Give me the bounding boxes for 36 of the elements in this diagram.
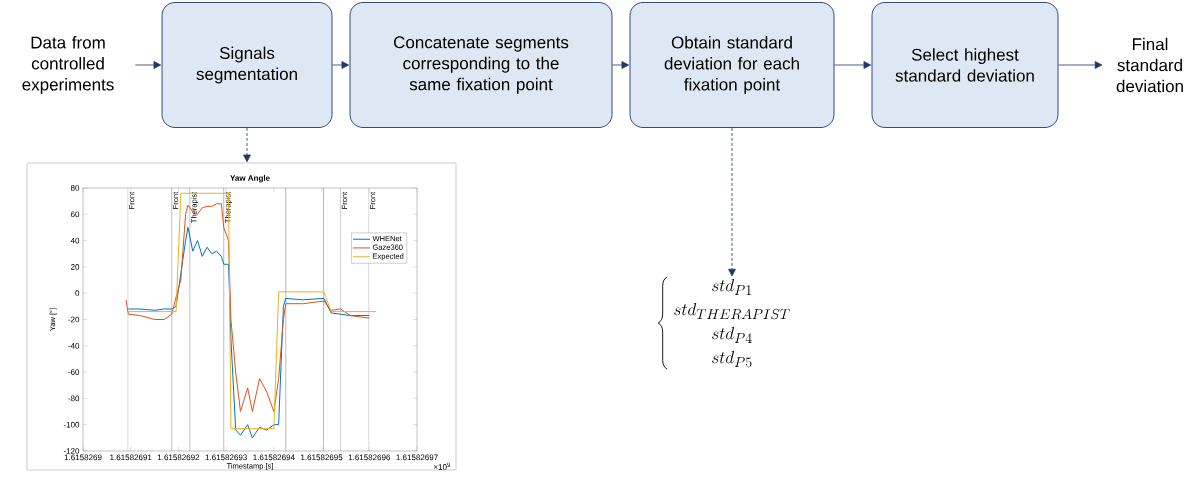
axis-multiplier: ×10$^{9}$ <box>433 462 451 470</box>
y-tick-label: 60 <box>70 211 80 218</box>
chart-frame <box>26 162 457 471</box>
arrow <box>134 61 162 69</box>
x-tick-label: 1.6158269 <box>64 454 102 461</box>
x-tick-label: 1.61582691 <box>110 454 152 461</box>
y-tick-label: 0 <box>75 290 80 297</box>
y-tick-label: 80 <box>70 185 80 191</box>
y-tick-label: -20 <box>68 316 80 323</box>
y-tick-label: 20 <box>70 264 80 270</box>
x-tick-label: 1.61582694 <box>253 454 295 461</box>
arrow <box>332 61 350 69</box>
y-tick-label: -100 <box>63 421 80 428</box>
flow-text: Final standard deviation <box>1116 37 1183 93</box>
y-tick-label: -60 <box>68 369 80 375</box>
x-tick-label: 1.61582697 <box>396 454 438 461</box>
formula-list: $std_{P1}$ $std_{THERAPIST}$ $std_{P4}$ $std_{P5}$ <box>674 279 790 368</box>
x-tick-label: 1.61582696 <box>348 454 391 461</box>
y-tick-label: 40 <box>70 237 80 244</box>
arrow <box>243 127 251 163</box>
y-tick-label: -80 <box>68 395 80 402</box>
arrow <box>728 127 736 277</box>
process-box: Signals segmentation <box>161 2 333 128</box>
x-tick-label: 1.61582693 <box>205 454 247 461</box>
process-box: Concatenate segments corresponding to the same fixation point <box>349 2 613 128</box>
chart-title: Yaw Angle <box>230 174 270 183</box>
x-tick-label: 1.61582695 <box>301 454 343 461</box>
arrow <box>1058 61 1103 69</box>
arrow <box>834 61 872 69</box>
arrow <box>612 61 630 69</box>
y-tick-label: -40 <box>68 342 80 349</box>
y-tick-label: -120 <box>63 448 80 454</box>
flow-text: Data from controlled experiments <box>22 36 114 94</box>
process-box: Obtain standard deviation for each fixation point <box>629 2 835 128</box>
process-box: Select highest standard deviation <box>871 2 1059 128</box>
x-tick-label: 1.61582692 <box>157 454 200 461</box>
